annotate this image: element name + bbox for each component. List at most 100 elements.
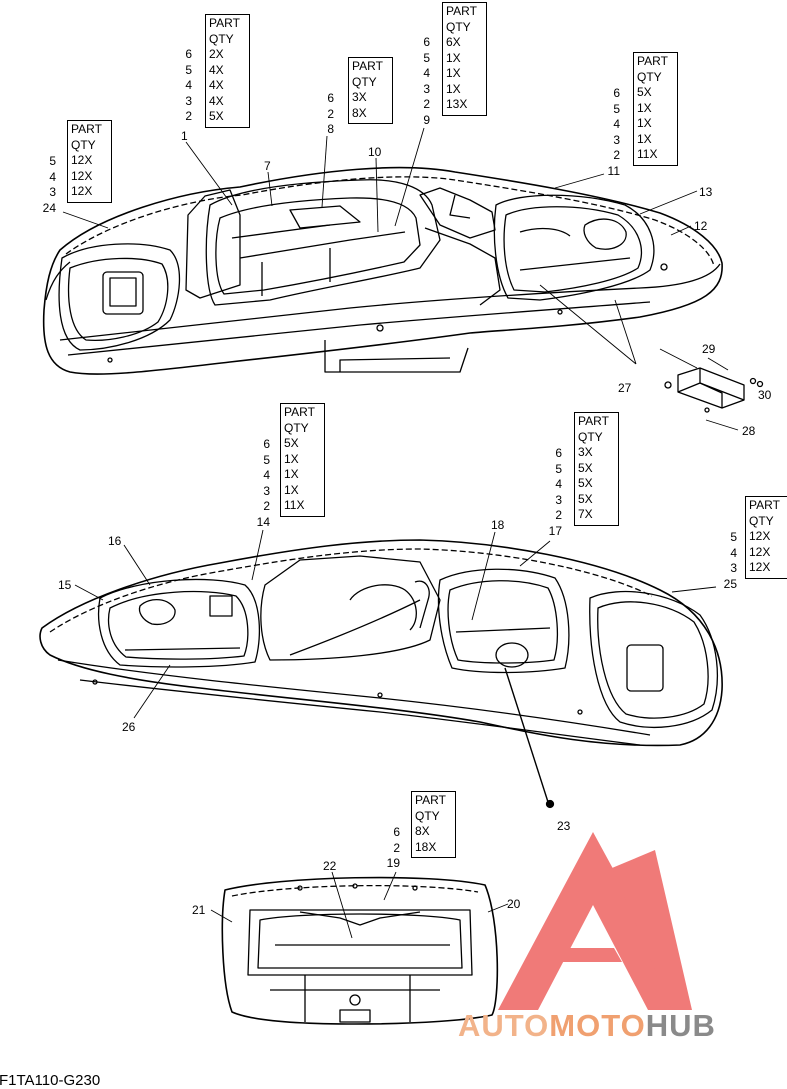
part-number: 3 [555, 492, 562, 507]
part-number: 2 [393, 840, 400, 855]
qty-value: 12X [71, 184, 93, 198]
part-number: 17 [548, 523, 562, 538]
qty-value: 12X [71, 168, 93, 183]
part-number: 6 [327, 91, 334, 105]
part-number: 8 [327, 122, 334, 136]
table-header-part: PART [446, 4, 477, 18]
table-header-part: PART [352, 59, 383, 73]
callout-22: 22 [323, 859, 337, 873]
part-number: 9 [423, 112, 430, 127]
callout-23: 23 [557, 819, 571, 833]
qty-value: 4X [209, 78, 224, 92]
part-number: 2 [327, 106, 334, 121]
qty-value: 8X [352, 105, 367, 120]
part-number: 5 [423, 50, 430, 65]
part-numbers-5: 5 4 3 24 [32, 154, 56, 216]
qty-value: 5X [578, 476, 593, 490]
qty-value: 1X [284, 482, 299, 497]
part-number: 6 [613, 86, 620, 100]
callout-10: 10 [368, 145, 382, 159]
callout-7: 7 [264, 159, 271, 173]
callout-21: 21 [192, 903, 206, 917]
qty-value: 1X [637, 116, 652, 130]
callout-28: 28 [742, 424, 756, 438]
part-number: 4 [555, 477, 562, 491]
table-header-qty: QTY [71, 137, 96, 152]
part-numbers-2: 6 2 8 [314, 91, 334, 138]
qty-value: 5X [284, 436, 299, 450]
table-header-qty: QTY [284, 420, 309, 435]
part-number: 3 [613, 132, 620, 147]
qty-value: 11X [284, 498, 305, 512]
part-number: 3 [49, 185, 56, 199]
part-number: 5 [185, 62, 192, 77]
part-number: 6 [423, 35, 430, 49]
part-number: 14 [256, 514, 270, 529]
callout-15: 15 [58, 578, 72, 592]
hull-top-view [42, 166, 764, 413]
table-header-qty: QTY [352, 74, 377, 89]
qty-value: 4X [209, 93, 224, 108]
part-number: 6 [555, 446, 562, 460]
part-numbers-7: 6 5 4 3 2 17 [542, 446, 562, 539]
part-number: 5 [613, 101, 620, 116]
part-number: 2 [263, 499, 270, 513]
table-header-qty: QTY [209, 31, 234, 46]
table-header-part: PART [637, 54, 668, 68]
callout-16: 16 [108, 534, 122, 548]
qty-table-1: PART QTY 2X 4X 4X 4X 5X [205, 14, 250, 128]
callout-13: 13 [699, 185, 713, 199]
qty-value: 12X [71, 153, 93, 167]
part-number: 3 [423, 81, 430, 96]
callout-20: 20 [507, 897, 521, 911]
qty-value: 1X [284, 451, 299, 466]
callout-27: 27 [618, 381, 632, 395]
part-number: 19 [386, 856, 400, 870]
qty-value: 5X [637, 85, 652, 99]
table-header-qty: QTY [749, 513, 774, 528]
qty-value: 4X [209, 62, 224, 77]
part-numbers-8: 5 4 3 25 [713, 530, 737, 592]
qty-value: 12X [749, 529, 771, 543]
qty-table-4: PART QTY 5X 1X 1X 1X 11X [633, 52, 678, 166]
part-number: 4 [263, 468, 270, 482]
part-number: 5 [730, 530, 737, 544]
qty-value: 1X [446, 81, 461, 96]
qty-value: 12X [749, 560, 771, 574]
qty-value: 11X [637, 147, 658, 161]
part-number: 11 [607, 163, 620, 178]
watermark-text-hub: HUB [645, 1008, 716, 1043]
table-header-part: PART [71, 122, 102, 136]
leader-lines [62, 127, 739, 939]
qty-value: 1X [284, 467, 299, 481]
part-number: 6 [263, 437, 270, 451]
part-number: 2 [555, 508, 562, 522]
part-number: 4 [613, 117, 620, 131]
table-header-part: PART [415, 793, 446, 807]
qty-value: 3X [578, 445, 593, 459]
part-numbers-3: 6 5 4 3 2 9 [410, 35, 430, 128]
callout-1: 1 [181, 129, 188, 143]
part-number: 5 [555, 461, 562, 476]
qty-table-7: PART QTY 3X 5X 5X 5X 7X [574, 412, 619, 526]
qty-value: 13X [446, 97, 468, 111]
qty-table-6: PART QTY 5X 1X 1X 1X 11X [280, 403, 325, 517]
table-header-part: PART [749, 498, 780, 512]
qty-value: 12X [749, 544, 771, 559]
qty-value: 1X [637, 100, 652, 115]
part-number: 2 [423, 97, 430, 111]
part-number: 4 [730, 545, 737, 560]
qty-table-8: PART QTY 12X 12X 12X [745, 496, 787, 579]
qty-value: 6X [446, 35, 461, 49]
qty-value: 5X [578, 491, 593, 506]
part-number: 4 [185, 78, 192, 92]
qty-value: 18X [415, 839, 437, 854]
part-numbers-6: 6 5 4 3 2 14 [250, 437, 270, 530]
callout-12: 12 [694, 219, 708, 233]
qty-value: 5X [578, 460, 593, 475]
watermark-logo [498, 832, 692, 1010]
callout-26: 26 [122, 720, 136, 734]
part-number: 5 [49, 154, 56, 168]
